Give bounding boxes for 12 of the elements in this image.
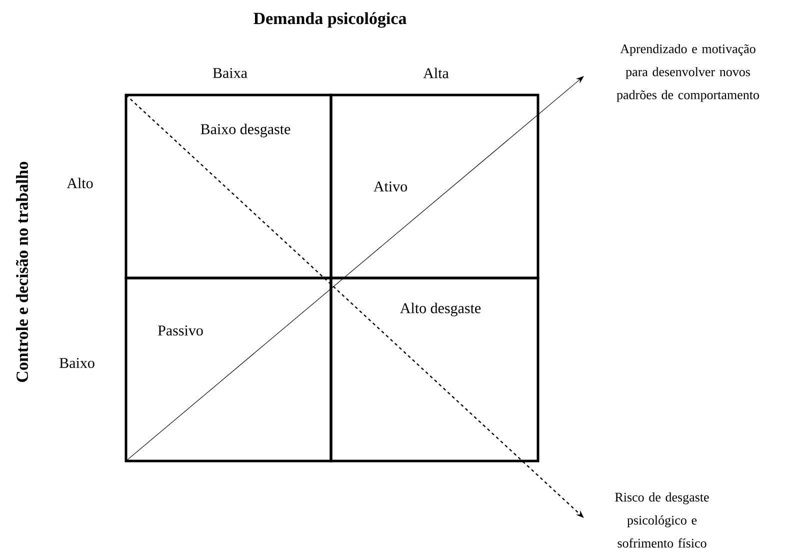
- axis-title: Controle e decisão no trabalho: [16, 162, 28, 382]
- outcome-text: Risco de desgaste psicológico e sofrimento físico: [615, 492, 709, 548]
- quadrant-cell: Passivo: [124, 276, 332, 462]
- quadrant-cell: Ativo: [330, 94, 540, 280]
- quadrant-cell: Baixo desgaste: [124, 94, 332, 280]
- axis-label: Baixo: [60, 358, 94, 368]
- outcome-text: Aprendizado e motivação para desenvolver novos padrões de comportamento: [616, 44, 759, 102]
- quadrant-cell: Alto desgaste: [330, 276, 540, 462]
- axis-label: Baixa: [212, 68, 248, 78]
- axis-label: Alto: [66, 178, 93, 188]
- title: Demanda psicológica: [254, 12, 406, 28]
- axis-label: Alta: [423, 68, 449, 78]
